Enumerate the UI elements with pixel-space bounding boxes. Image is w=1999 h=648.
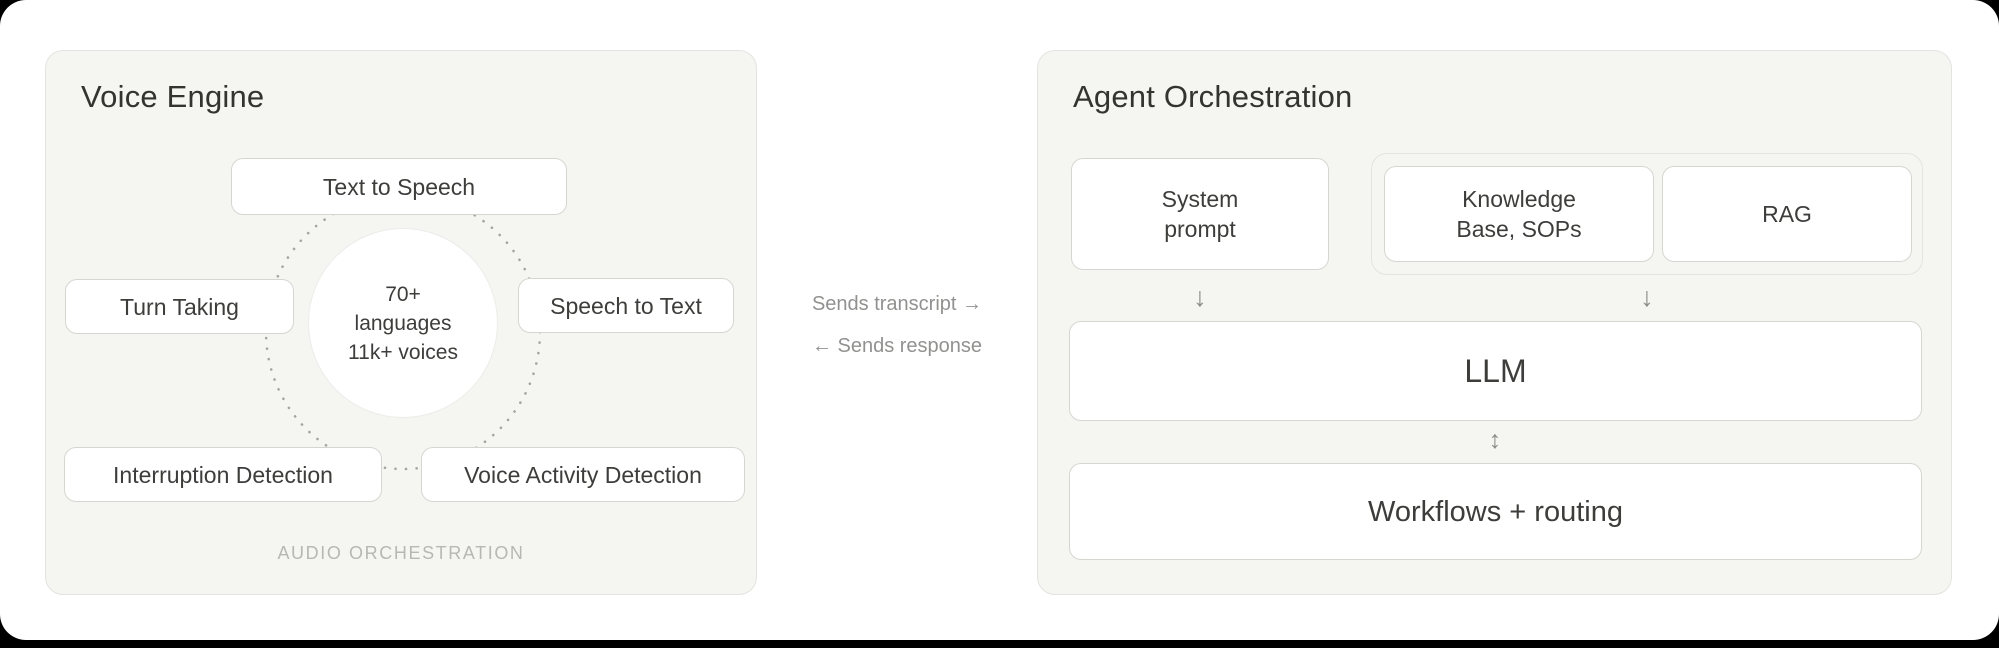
voice-engine-title: Voice Engine bbox=[81, 79, 265, 114]
sends-transcript-label: Sends transcript → bbox=[811, 293, 983, 315]
node-system-prompt: System prompt bbox=[1071, 158, 1329, 270]
sends-response-label: ← Sends response bbox=[811, 335, 983, 357]
badge-line-1: 70+ bbox=[385, 282, 421, 306]
agent-orchestration-title: Agent Orchestration bbox=[1073, 79, 1353, 114]
knowledge-base-line-2: Base, SOPs bbox=[1456, 216, 1582, 242]
bidirectional-arrow-icon: ↕ bbox=[1488, 426, 1502, 454]
languages-voices-badge: 70+ languages 11k+ voices bbox=[308, 228, 498, 418]
knowledge-group-container: Knowledge Base, SOPs RAG bbox=[1371, 153, 1923, 275]
exchange-labels: Sends transcript → ← Sends response bbox=[757, 293, 1037, 358]
badge-line-2: languages bbox=[354, 311, 452, 335]
audio-orchestration-label: AUDIO ORCHESTRATION bbox=[277, 543, 525, 563]
node-workflows-routing: Workflows + routing bbox=[1069, 463, 1922, 560]
down-arrow-icon: ↓ bbox=[1640, 282, 1654, 312]
system-prompt-line-1: System bbox=[1161, 186, 1239, 212]
node-knowledge-base-sops: Knowledge Base, SOPs bbox=[1384, 166, 1654, 262]
badge-line-3: 11k+ voices bbox=[348, 340, 458, 364]
node-speech-to-text: Speech to Text bbox=[518, 278, 734, 333]
voice-engine-panel: Voice Engine 70+ languages 11k+ voices T… bbox=[45, 50, 757, 595]
node-voice-activity-detection: Voice Activity Detection bbox=[421, 447, 745, 502]
agent-orchestration-panel: Agent Orchestration System prompt Knowle… bbox=[1037, 50, 1952, 595]
node-llm: LLM bbox=[1069, 321, 1922, 421]
node-turn-taking: Turn Taking bbox=[65, 279, 294, 334]
node-rag: RAG bbox=[1662, 166, 1912, 262]
node-interruption-detection: Interruption Detection bbox=[64, 447, 382, 502]
node-text-to-speech: Text to Speech bbox=[231, 158, 567, 215]
system-prompt-line-2: prompt bbox=[1164, 216, 1236, 242]
knowledge-base-line-1: Knowledge bbox=[1462, 186, 1576, 212]
down-arrow-icon: ↓ bbox=[1193, 282, 1207, 312]
